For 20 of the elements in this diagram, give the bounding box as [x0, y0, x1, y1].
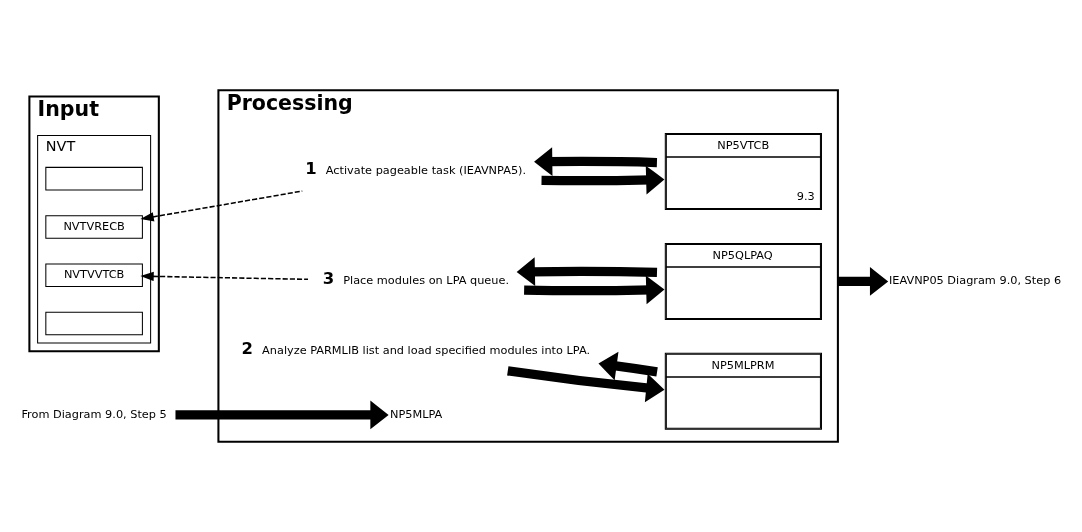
arrow: [175, 400, 389, 430]
arrow: [140, 271, 309, 282]
node-box: [45, 166, 143, 191]
arrow: [140, 190, 303, 222]
node-text: From Diagram 9.0, Step 5: [21, 407, 167, 421]
node-box: NVTVRECB: [45, 215, 143, 239]
arrow: [507, 366, 665, 403]
node-text: 2 Analyze PARMLIB list and load specified modules into LPA.: [241, 339, 591, 359]
arrow: [837, 267, 889, 296]
node-text: IEAVNP05 Diagram 9.0, Step 6: [888, 274, 1062, 288]
node-box: [45, 311, 143, 336]
arrow: [541, 165, 665, 195]
arrow: [598, 351, 658, 381]
node-text: NP5MLPA: [390, 407, 443, 421]
arrow: [516, 257, 658, 287]
node-box: NVTVVTCB: [45, 263, 143, 288]
arrow: [524, 275, 665, 305]
arrow: [534, 147, 658, 176]
node-text: 3 Place modules on LPA queue.: [322, 269, 510, 289]
node-text: 1 Activate pageable task (IEAVNPA5).: [305, 159, 527, 179]
